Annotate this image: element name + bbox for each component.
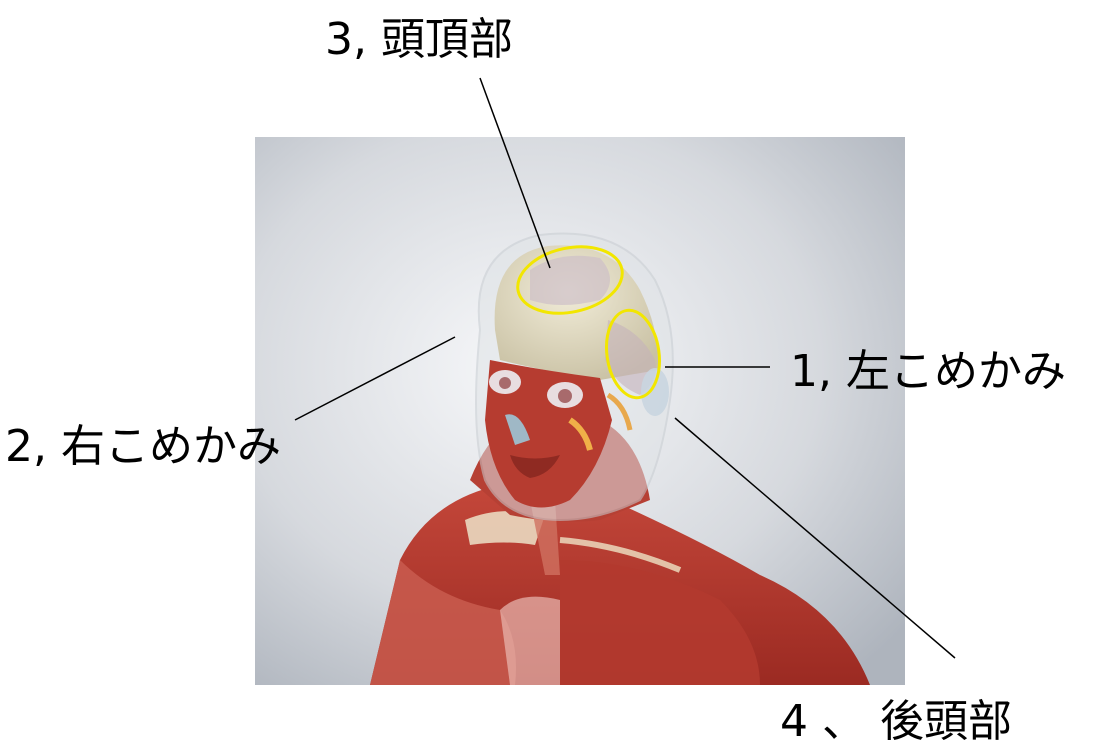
label-right-temple: 2, 右こめかみ [5, 425, 281, 469]
label-crown: 3, 頭頂部 [325, 18, 513, 62]
label-left-temple: 1, 左こめかみ [790, 350, 1066, 394]
label-occipital: 4 、 後頭部 [780, 700, 1012, 744]
ear [641, 368, 669, 416]
